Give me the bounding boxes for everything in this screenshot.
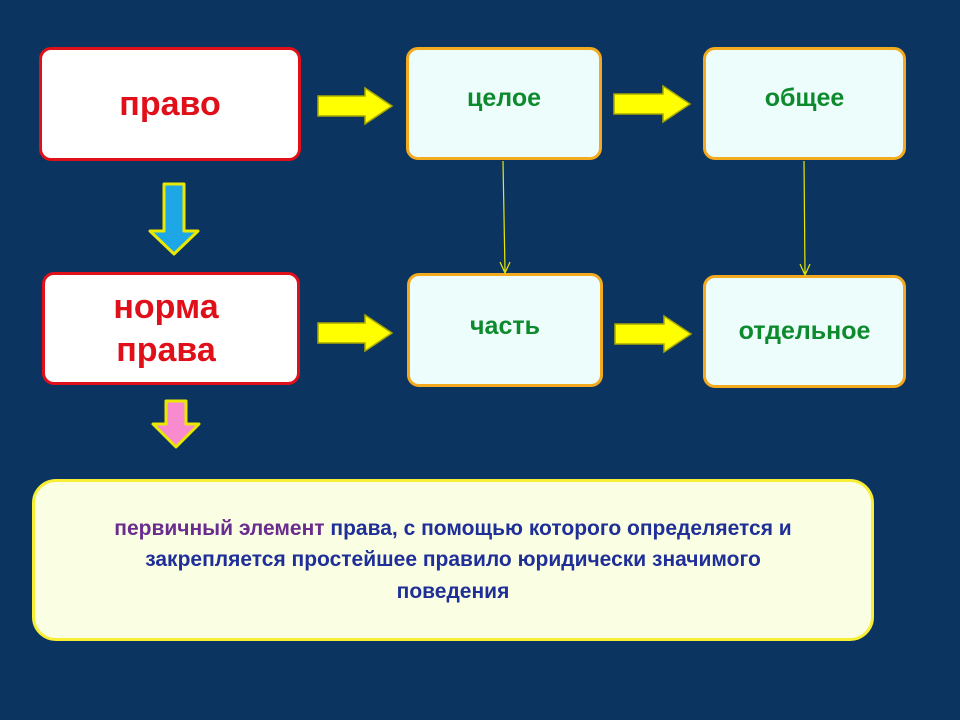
node-chast-label: часть bbox=[470, 311, 540, 340]
node-otdelnoe-label: отдельное bbox=[738, 317, 871, 345]
node-celoe: целое bbox=[406, 47, 602, 160]
connector-obshchee-to-otdelnoe bbox=[803, 160, 806, 274]
node-norma-line2: права bbox=[116, 330, 216, 369]
arrow-pravo-to-celoe bbox=[317, 86, 394, 126]
arrow-chast-to-otdelnoe bbox=[614, 314, 693, 354]
node-norma-prava-label: норма права bbox=[113, 286, 218, 371]
node-pravo: право bbox=[39, 47, 301, 161]
definition-rest: права, с помощью которого определяется и… bbox=[145, 516, 792, 603]
arrow-celoe-to-obshchee bbox=[613, 84, 692, 124]
node-norma-prava: норма права bbox=[42, 272, 300, 385]
node-obshchee-label: общее bbox=[764, 84, 845, 112]
arrow-pravo-to-norma bbox=[148, 182, 200, 256]
node-obshchee: общее bbox=[703, 47, 906, 160]
node-chast: часть bbox=[407, 273, 603, 387]
arrow-norma-to-definition bbox=[151, 399, 201, 449]
node-celoe-label: целое bbox=[467, 84, 541, 112]
definition-term: первичный элемент bbox=[114, 516, 325, 540]
definition-text: первичный элемент права, с помощью котор… bbox=[95, 513, 811, 608]
connector-celoe-to-chast bbox=[502, 160, 506, 272]
node-otdelnoe: отдельное bbox=[703, 275, 906, 388]
definition-box: первичный элемент права, с помощью котор… bbox=[32, 479, 874, 641]
connector-celoe-to-chast-head bbox=[499, 261, 511, 275]
node-norma-line1: норма bbox=[113, 288, 219, 326]
node-pravo-label: право bbox=[119, 84, 221, 123]
arrow-norma-to-chast bbox=[317, 313, 394, 353]
connector-obshchee-to-otdelnoe-head bbox=[799, 263, 811, 277]
